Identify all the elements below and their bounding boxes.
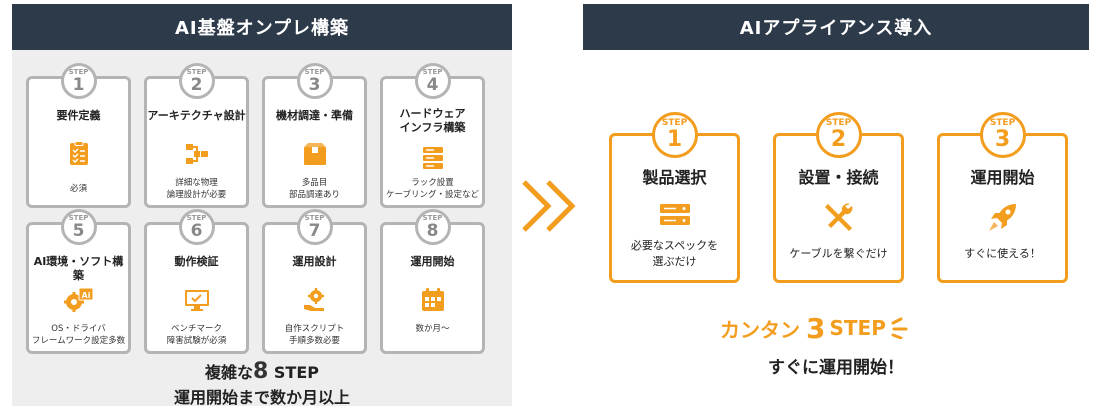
step-title: 製品選択: [642, 168, 707, 187]
step-title: AI環境・ソフト構築: [33, 255, 124, 282]
tools-icon: [824, 203, 852, 231]
appliance-panel-title: AIアプライアンス導入: [583, 4, 1089, 50]
architecture-icon: [185, 144, 208, 164]
onprem-panel-title: AI基盤オンプレ構築: [12, 4, 512, 50]
step-title: 運用開始: [970, 168, 1035, 187]
step-description: ベンチマーク 障害試験が必須: [166, 324, 227, 346]
svg-text:Ai: Ai: [81, 291, 90, 300]
step-description: OS・ドライバ フレームワーク設定多数: [31, 324, 126, 346]
double-chevron-right-icon: [522, 180, 576, 232]
step-description: 多品目 部品調達あり: [288, 178, 340, 200]
step-description: 詳細な物理 論理設計が必要: [166, 178, 227, 200]
calendar-icon: [421, 288, 444, 311]
appliance-summary-steps: カンタン 3 STEP: [720, 310, 912, 346]
monitor-check-icon: [184, 290, 209, 311]
gear-ai-icon: Ai: [63, 287, 93, 312]
onprem-summary-steps: 複雑な8 STEP: [205, 359, 319, 384]
step-title: 運用開始: [410, 255, 455, 268]
step-title: ハードウェア インフラ構築: [399, 107, 466, 134]
appliance-panel: AIアプライアンス導入: [583, 4, 1089, 406]
server-icon: [659, 204, 690, 225]
emphasis-lines-icon: [891, 317, 908, 339]
appliance-summary-start: すぐに運用開始！: [768, 358, 904, 378]
step-title: アーキテクチャ設計: [147, 109, 246, 122]
box-icon: [303, 143, 326, 165]
step-title: 要件定義: [56, 109, 101, 122]
step-description: 必須: [69, 184, 87, 194]
step-description: ラック設置 ケーブリング・設定など: [386, 178, 479, 200]
step-title: 運用設計: [292, 255, 337, 268]
onprem-summary-duration: 運用開始まで数か月以上: [173, 388, 350, 407]
step-description: ケーブルを繋ぐだけ: [789, 247, 888, 260]
step-description: 自作スクリプト 手順多数必要: [284, 324, 345, 346]
rocket-icon: [988, 204, 1016, 231]
step-title: 動作検証: [174, 255, 219, 268]
step-title: 機材調達・準備: [276, 109, 353, 122]
checklist-icon: [69, 141, 88, 165]
step-description: すぐに使える！: [964, 247, 1041, 260]
hand-gear-icon: [303, 288, 324, 311]
step-description: 数か月〜: [415, 324, 450, 334]
step-description: 必要なスペックを 選ぶだけ: [630, 239, 719, 268]
step-title: 設置・接続: [798, 168, 879, 187]
server-icon: [422, 147, 443, 169]
